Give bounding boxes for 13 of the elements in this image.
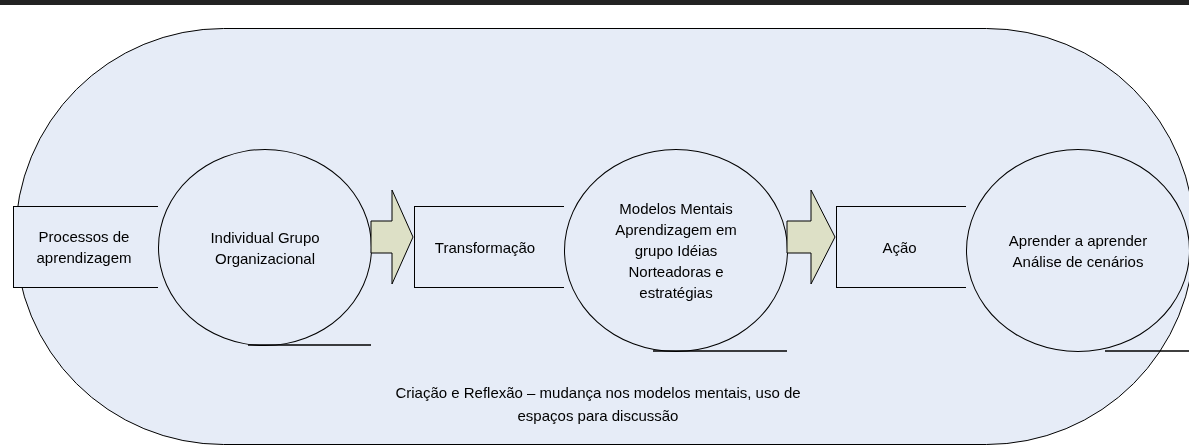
- band-caption: Criação e Reflexão – mudança nos modelos mentais, uso de espaços para discussão: [394, 383, 802, 426]
- process-box: [13, 206, 158, 288]
- box-label: Ação: [881, 237, 918, 258]
- circle-label: Aprender a aprender Análise de cenários: [1008, 230, 1148, 272]
- block-arrow: [786, 189, 836, 285]
- box-label: Transformação: [433, 237, 537, 258]
- block-arrow: [370, 189, 414, 285]
- process-box: [414, 206, 564, 288]
- box-label: Processos de aprendizagem: [35, 227, 133, 268]
- process-box: [836, 206, 966, 288]
- circle-label: Individual Grupo Organizacional: [210, 227, 320, 269]
- rounded-band: [15, 28, 1189, 445]
- circle-label: Modelos Mentais Aprendizagem em grupo Idéias Norteadoras e estratégias: [614, 199, 738, 303]
